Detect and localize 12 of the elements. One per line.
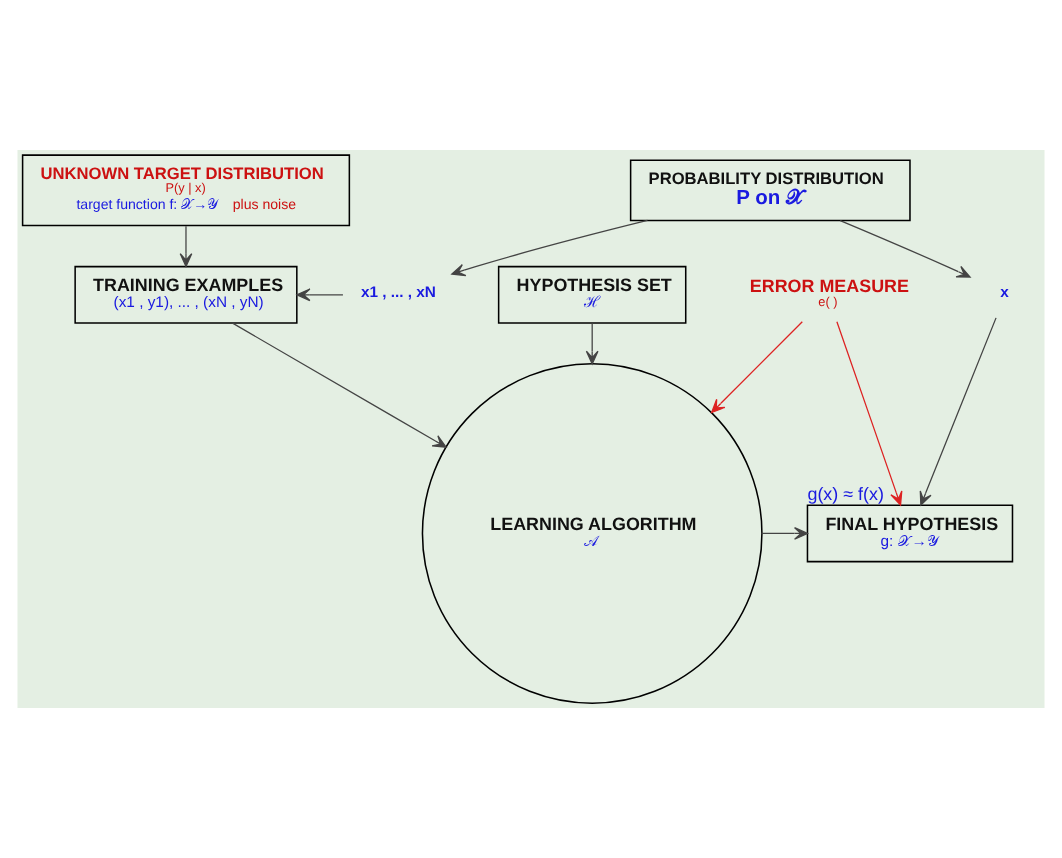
node-box: PROBABILITY DISTRIBUTION P on 𝒳 — [629, 159, 911, 222]
node-label: g(x) ≈ f(x) — [807, 484, 884, 505]
arrow — [839, 220, 971, 278]
arrow — [179, 225, 193, 268]
arrow — [451, 219, 649, 277]
arrow — [919, 317, 997, 506]
arrow — [711, 321, 803, 414]
arrow — [585, 322, 599, 365]
arrow — [761, 527, 809, 540]
arrow — [296, 288, 344, 302]
arrow — [231, 322, 447, 448]
arrow — [836, 321, 903, 506]
